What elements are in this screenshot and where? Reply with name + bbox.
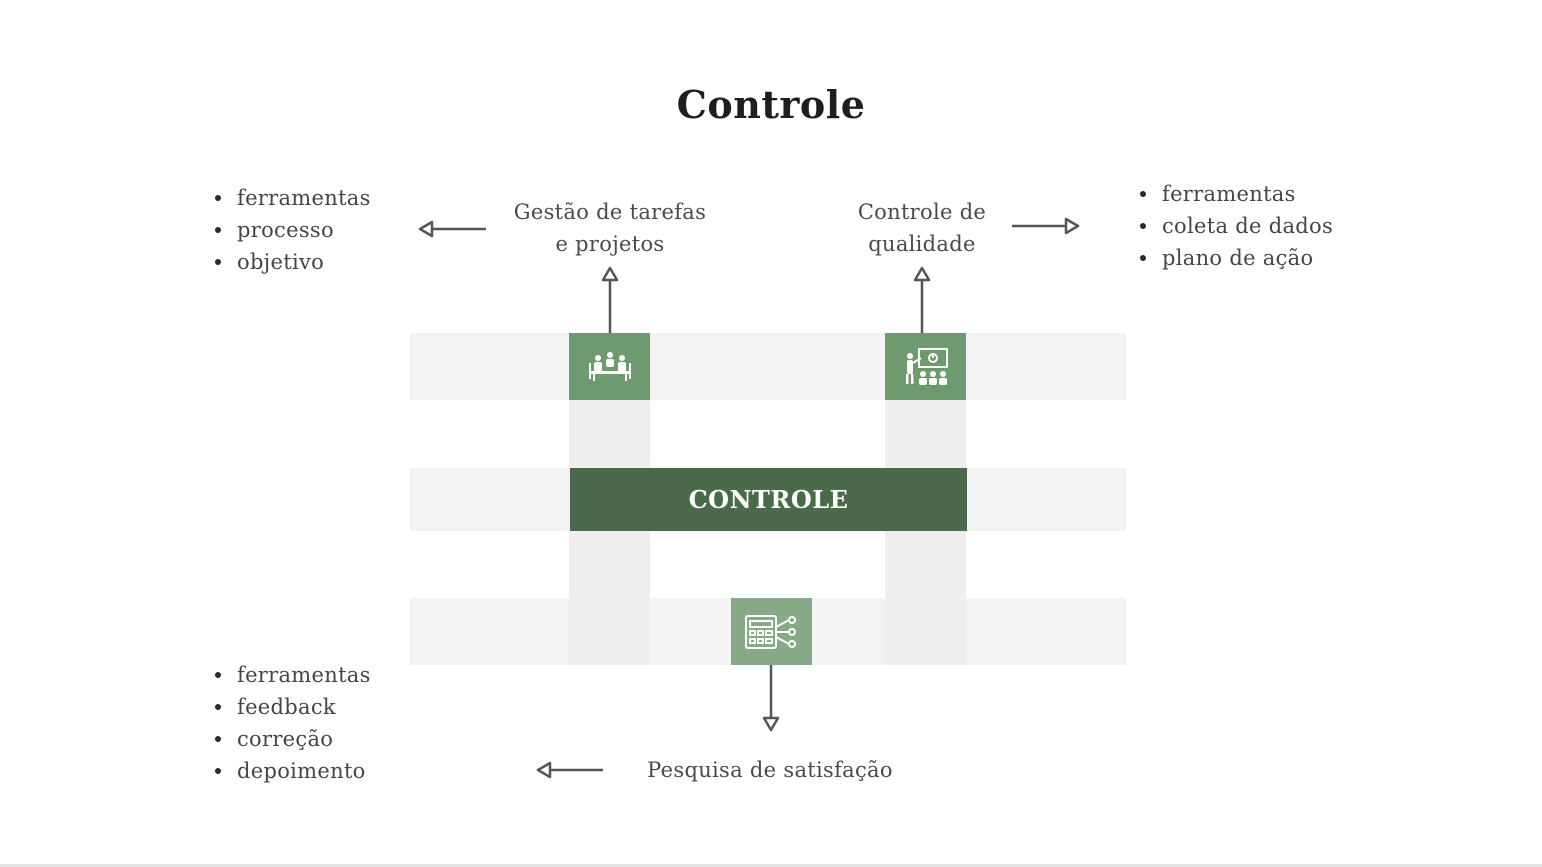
list-item: feedback [215, 691, 371, 723]
pesquisa-bullet-list: ferramentas feedback correção depoimento [215, 659, 371, 787]
arrowhead-gestao-up [601, 266, 619, 282]
gestao-node [569, 333, 650, 400]
arrowhead-pesquisa-left [536, 761, 552, 779]
presentation-audience-icon [905, 347, 948, 385]
list-item: plano de ação [1140, 242, 1333, 274]
arrowhead-qualidade-right [1064, 217, 1080, 235]
gestao-label-line-1: Gestão de tarefas [513, 200, 707, 224]
meeting-table-icon [588, 351, 631, 381]
list-item: objetivo [215, 246, 371, 278]
list-item: ferramentas [215, 659, 371, 691]
gestao-bullet-list: ferramentas processo objetivo [215, 182, 371, 278]
qualidade-node [885, 333, 966, 400]
page-title: Controle [676, 82, 866, 127]
survey-form-icon [744, 614, 796, 649]
qualidade-bullet-list: ferramentas coleta de dados plano de açã… [1140, 178, 1333, 274]
qualidade-label-line-2: qualidade [868, 232, 976, 256]
qualidade-label-line-1: Controle de [857, 200, 987, 224]
pesquisa-node [731, 598, 812, 665]
arrowhead-gestao-left [418, 220, 434, 238]
list-item: coleta de dados [1140, 210, 1333, 242]
slide-bottom-edge [0, 864, 1542, 867]
center-controle-bar: CONTROLE [570, 468, 967, 531]
list-item: ferramentas [215, 182, 371, 214]
gestao-label-line-2: e projetos [555, 232, 665, 256]
grid-band-top [410, 333, 1126, 400]
qualidade-label: Controle de qualidade [822, 196, 1022, 260]
list-item: processo [215, 214, 371, 246]
gestao-label: Gestão de tarefas e projetos [490, 196, 730, 260]
list-item: ferramentas [1140, 178, 1333, 210]
arrowhead-qualidade-up [913, 266, 931, 282]
list-item: correção [215, 723, 371, 755]
list-item: depoimento [215, 755, 371, 787]
arrowhead-pesquisa-down [762, 716, 780, 732]
pesquisa-label: Pesquisa de satisfação [647, 758, 893, 782]
